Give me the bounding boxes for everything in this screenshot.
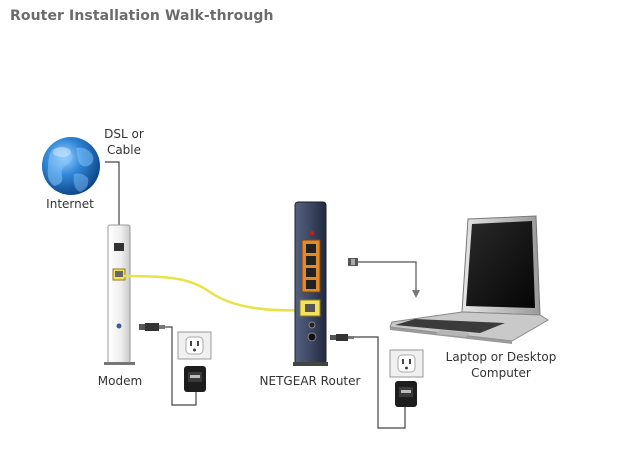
dsl-label-line1: DSL or: [104, 127, 144, 141]
router-power-cable: [354, 336, 406, 429]
ethernet-plug-icon: [139, 323, 165, 331]
power-outlet-icon: [389, 349, 424, 378]
router-icon: [293, 201, 328, 366]
computer-label-line1: Laptop or Desktop: [445, 350, 557, 364]
dsl-line: [105, 161, 120, 236]
dsl-label: DSL or Cable: [96, 126, 152, 158]
power-adapter-icon: [184, 366, 206, 392]
modem-power-cable: [165, 326, 197, 406]
power-adapter-icon: [395, 381, 417, 407]
router-label: NETGEAR Router: [259, 374, 361, 388]
power-outlet-icon: [177, 331, 212, 360]
page-title: Router Installation Walk-through: [10, 8, 274, 24]
modem-icon: [104, 224, 135, 365]
computer-label-line2: Computer: [471, 366, 531, 380]
dsl-label-line2: Cable: [106, 143, 142, 157]
globe-icon: [42, 137, 100, 195]
ethernet-plug-icon: [348, 258, 358, 266]
ethernet-cable: [123, 274, 309, 312]
ethernet-plug-icon: [330, 334, 354, 341]
computer-cable: [358, 261, 417, 290]
laptop-icon: [389, 215, 549, 344]
internet-label: Internet: [46, 197, 94, 211]
ethernet-plug-icon: [412, 290, 420, 298]
modem-label: Modem: [97, 374, 143, 388]
computer-label: Laptop or Desktop Computer: [436, 349, 566, 381]
